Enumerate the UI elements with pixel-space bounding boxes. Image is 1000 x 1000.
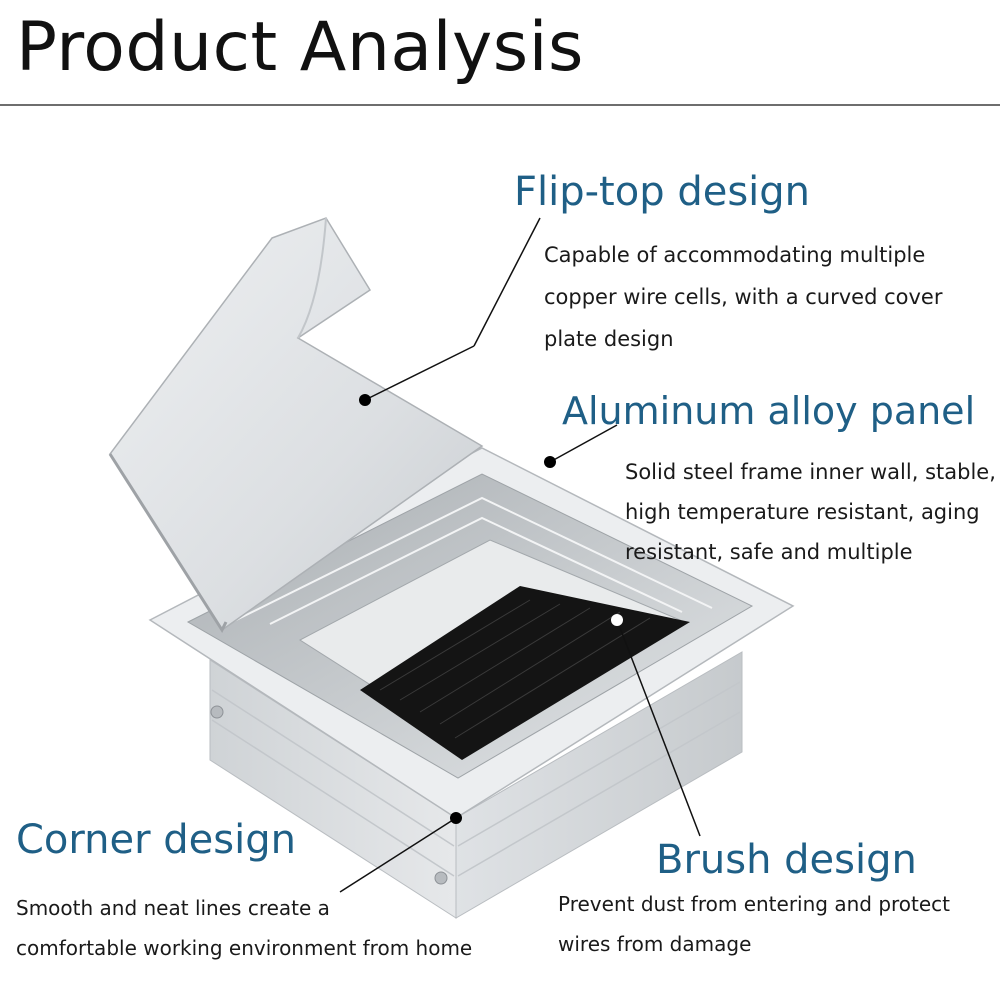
brush-description: Prevent dust from entering and protect w… [558,884,950,964]
box-side-right [455,651,743,919]
brush-heading: Brush design [656,837,917,883]
description-line: Solid steel frame inner wall, stable, [625,460,996,484]
description-line: Smooth and neat lines create a [16,896,330,920]
page-title: Product Analysis [16,8,584,87]
corner-heading: Corner design [16,817,296,863]
flip-top-description: Capable of accommodating multiple copper… [544,234,942,360]
flip-top-heading: Flip-top design [514,169,811,215]
description-line: wires from damage [558,932,752,956]
description-line: Prevent dust from entering and protect [558,892,951,916]
screw-icon [434,871,448,885]
description-line: comfortable working environment from hom… [16,936,473,960]
pointer-aluminum [549,424,618,463]
description-line: plate design [544,327,674,351]
pointer-flip [364,345,475,401]
description-line: Capable of accommodating multiple [544,243,926,267]
aluminum-panel-description: Solid steel frame inner wall, stable, hi… [625,452,996,572]
aluminum-panel-heading: Aluminum alloy panel [562,389,976,433]
marker-flip [359,394,371,406]
pointer-brush [616,619,701,837]
description-line: high temperature resistant, aging [625,500,980,524]
description-line: resistant, safe and multiple [625,540,913,564]
pointer-corner [339,817,457,893]
title-divider [0,104,1000,106]
marker-brush [611,614,623,626]
screw-icon [210,705,224,719]
description-line: copper wire cells, with a curved cover [544,285,943,309]
corner-description: Smooth and neat lines create a comfortab… [16,888,472,968]
marker-aluminum [544,456,556,468]
marker-corner [450,812,462,824]
brush-texture [379,599,651,739]
brush-bristles [360,586,690,760]
